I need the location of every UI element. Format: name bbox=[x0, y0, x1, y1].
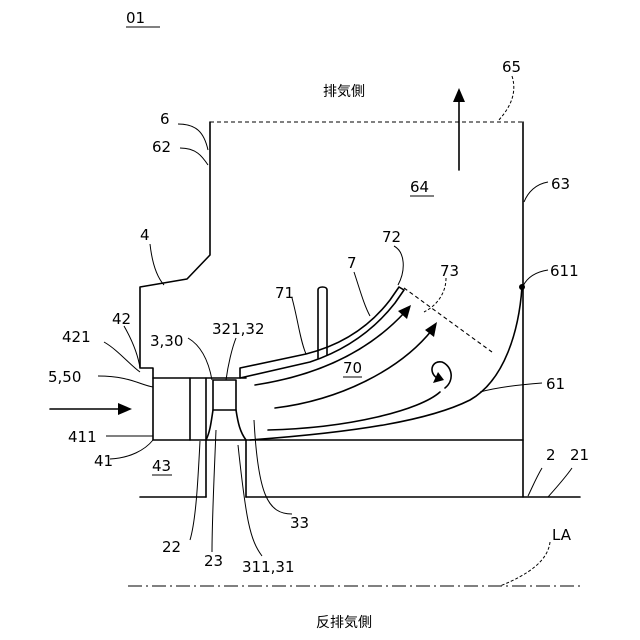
ref-41: 41 bbox=[94, 452, 113, 470]
leader-23 bbox=[212, 430, 216, 552]
leader-4 bbox=[150, 244, 164, 285]
ref-64: 64 bbox=[410, 178, 429, 196]
leader-21 bbox=[548, 468, 572, 497]
ref-70: 70 bbox=[343, 359, 362, 377]
vortex-line bbox=[432, 362, 451, 388]
leader-65 bbox=[498, 76, 514, 121]
ref-311-31: 311,31 bbox=[242, 558, 295, 576]
ref-4: 4 bbox=[140, 226, 150, 244]
nozzle-left-flare bbox=[206, 410, 213, 440]
ref-73: 73 bbox=[440, 262, 459, 280]
exhaust-side-label: 排気側 bbox=[323, 84, 365, 100]
flow-line-1 bbox=[255, 312, 405, 385]
ref-61: 61 bbox=[546, 375, 565, 393]
vortex-arrowhead bbox=[433, 372, 444, 383]
leader-7 bbox=[354, 272, 370, 316]
ref-411: 411 bbox=[68, 428, 97, 446]
ref-23: 23 bbox=[204, 552, 223, 570]
guide-vane bbox=[240, 287, 404, 378]
leader-41 bbox=[110, 440, 153, 459]
ref-5-50: 5,50 bbox=[48, 368, 81, 386]
ref-72: 72 bbox=[382, 228, 401, 246]
ref-43: 43 bbox=[152, 457, 171, 475]
leader-71 bbox=[292, 298, 306, 354]
leader-62 bbox=[180, 148, 208, 165]
ref-3-30: 3,30 bbox=[150, 332, 183, 350]
ref-62: 62 bbox=[152, 138, 171, 156]
anti-exhaust-side-label: 反排気側 bbox=[316, 615, 372, 631]
leader-3-30 bbox=[188, 338, 212, 380]
inflow-arrowhead bbox=[118, 403, 132, 415]
leader-72 bbox=[394, 246, 403, 285]
leader-2 bbox=[528, 468, 542, 496]
nozzle-right-flare bbox=[236, 410, 246, 440]
flow-line-3 bbox=[268, 392, 440, 430]
ref-7: 7 bbox=[347, 254, 357, 272]
ref-6: 6 bbox=[160, 110, 170, 128]
ref-LA: LA bbox=[552, 526, 572, 544]
leader-6 bbox=[178, 124, 208, 150]
nozzle-head bbox=[213, 380, 236, 410]
outflow-arrowhead bbox=[453, 88, 465, 102]
ref-321-32: 321,32 bbox=[212, 320, 265, 338]
region-boundary-dashed bbox=[404, 288, 492, 352]
ref-65: 65 bbox=[502, 58, 521, 76]
ref-33: 33 bbox=[290, 514, 309, 532]
ref-21: 21 bbox=[570, 446, 589, 464]
leader-33 bbox=[254, 420, 292, 514]
ref-63: 63 bbox=[551, 175, 570, 193]
leader-LA bbox=[500, 542, 550, 586]
leader-42 bbox=[124, 326, 140, 368]
leader-22 bbox=[190, 441, 200, 540]
leader-421 bbox=[104, 342, 140, 372]
ref-42: 42 bbox=[112, 310, 131, 328]
ref-611: 611 bbox=[550, 262, 579, 280]
guide-wall-curve bbox=[250, 287, 522, 440]
ref-2: 2 bbox=[546, 446, 556, 464]
leader-311-31 bbox=[238, 445, 262, 556]
flow-arrowhead-2 bbox=[425, 322, 437, 337]
ref-421: 421 bbox=[62, 328, 91, 346]
leader-63 bbox=[524, 182, 548, 202]
housing-outline-left bbox=[140, 122, 523, 440]
ref-71: 71 bbox=[275, 284, 294, 302]
leader-5-50 bbox=[98, 376, 153, 387]
leader-73 bbox=[424, 278, 446, 312]
figure-label: 01 bbox=[126, 9, 145, 27]
ref-22: 22 bbox=[162, 538, 181, 556]
leader-611 bbox=[523, 270, 548, 286]
leader-321-32 bbox=[226, 338, 236, 380]
